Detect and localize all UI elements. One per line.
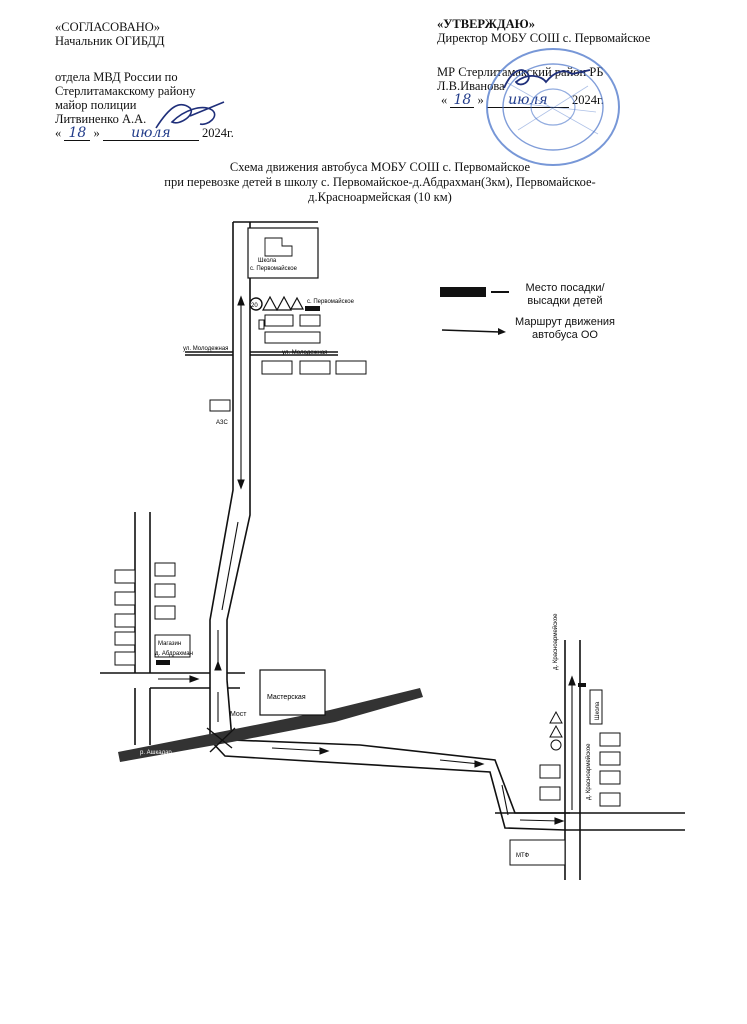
- house: [114, 651, 136, 666]
- road-main-left-edge: [209, 222, 234, 740]
- title-line-2: при перевозке детей в школу с. Первомайс…: [164, 175, 596, 189]
- river: [118, 688, 423, 762]
- svg-text:ул. Молодежная: ул. Молодежная: [183, 346, 228, 352]
- warning-sign: [289, 296, 305, 310]
- svg-text:Школа: Школа: [595, 701, 601, 720]
- road-main-right-edge: [226, 222, 251, 680]
- legend-route-arrow: [441, 328, 506, 335]
- building: [335, 360, 367, 375]
- building: [299, 360, 331, 375]
- school-krasnoarmeyskoe: [589, 689, 603, 725]
- house: [154, 583, 176, 598]
- building: [264, 314, 294, 327]
- kras-speed-sign: [550, 739, 562, 751]
- approval-left-department: отдела МВД России по: [55, 70, 178, 84]
- house: [599, 792, 621, 807]
- approval-right-date-year: 2024г.: [572, 93, 604, 107]
- legend-route-label: Маршрут движения автобуса ОО: [515, 316, 615, 341]
- approval-left: «СОГЛАСОВАНО» Начальник ОГИБДД отдела МВ…: [55, 20, 234, 142]
- house: [599, 751, 621, 766]
- svg-text:Школа: Школа: [258, 258, 277, 264]
- children-sign: [261, 295, 279, 311]
- approval-right-date: « 18 » июля 2024г.: [441, 92, 604, 108]
- legend-stop-dash: [491, 291, 509, 293]
- legend-stop-label: Место посадки/ высадки детей: [525, 282, 605, 307]
- house: [114, 591, 136, 606]
- bridge-label: Мост: [230, 711, 247, 718]
- approval-left-date-day: 18: [64, 126, 91, 141]
- house: [114, 569, 136, 584]
- house: [114, 613, 136, 628]
- route-line-2: [221, 521, 239, 611]
- document-title: Схема движения автобуса МОБУ СОШ с. Перв…: [100, 160, 660, 205]
- mtf: [509, 839, 566, 866]
- house: [539, 764, 561, 779]
- building: [264, 331, 321, 344]
- route-line-7: [439, 759, 481, 765]
- route-line-8: [501, 784, 509, 816]
- approval-left-date-year: 2024г.: [202, 126, 234, 140]
- approval-right-position: Директор МОБУ СОШ с. Первомайское: [437, 31, 651, 45]
- svg-text:Магазин: Магазин: [158, 641, 181, 647]
- shop: [154, 634, 191, 658]
- approval-right: «УТВЕРЖДАЮ» Директор МОБУ СОШ с. Первома…: [437, 17, 650, 108]
- approval-left-name: Литвиненко А.А.: [55, 112, 147, 126]
- approval-right-heading: «УТВЕРЖДАЮ»: [437, 17, 535, 31]
- house: [114, 631, 136, 646]
- svg-text:с. Первомайское: с. Первомайское: [307, 298, 355, 305]
- kras-children-sign: [549, 710, 563, 724]
- house: [599, 732, 621, 747]
- house: [154, 605, 176, 620]
- stop-krasnoarmeyskoe: [578, 683, 586, 687]
- village-kras-top-label: д. Красноармейское: [552, 613, 559, 670]
- river-label: р. Ашкадар: [140, 750, 172, 756]
- approval-left-date-month: июля: [102, 126, 199, 141]
- speed-limit-sign: [249, 297, 263, 311]
- road-east-bottom: [209, 739, 566, 831]
- title-line-1: Схема движения автобуса МОБУ СОШ с. Перв…: [229, 160, 531, 174]
- route-line-6: [271, 747, 326, 752]
- crossing-sign: [275, 295, 293, 311]
- svg-text:ул. Молодежная: ул. Молодежная: [282, 350, 327, 356]
- svg-text:д. Абдрахман: д. Абдрахман: [155, 651, 193, 657]
- route-line-9: [519, 819, 561, 822]
- approval-left-district: Стерлитамакскому району: [55, 84, 196, 98]
- approval-right-signature: [503, 69, 591, 89]
- workshop: [259, 669, 326, 716]
- approval-right-district: МР Стерлитамакский район РБ: [437, 65, 604, 79]
- approval-right-date-day: 18: [450, 93, 475, 108]
- svg-text:Мастерская: Мастерская: [267, 694, 306, 701]
- building: [299, 314, 321, 327]
- title-line-3: д.Красноармейская (10 км): [308, 190, 452, 204]
- approval-right-name: Л.В.Иванова: [437, 79, 505, 93]
- approval-right-date-month: июля: [486, 93, 569, 108]
- gas-station: [209, 399, 231, 412]
- svg-text:АЗС: АЗС: [216, 420, 228, 426]
- building: [258, 319, 265, 330]
- svg-text:МТФ: МТФ: [516, 853, 529, 859]
- approval-left-date: « 18 » июля 2024г.: [55, 125, 234, 141]
- approval-left-heading: «СОГЛАСОВАНО»: [55, 20, 161, 34]
- school-pervomayskoe: [247, 227, 319, 279]
- building: [261, 360, 293, 375]
- house: [539, 786, 561, 801]
- house: [599, 770, 621, 785]
- svg-text:20: 20: [251, 303, 258, 309]
- approval-left-position: Начальник ОГИБДД: [55, 34, 165, 48]
- stop-abdrakhman: [156, 660, 170, 665]
- kras-crossing-sign: [549, 724, 563, 738]
- svg-text:с. Первомайское: с. Первомайское: [250, 265, 298, 272]
- stop-pervomayskoe: [305, 306, 320, 311]
- svg-text:д. Красноармейское: д. Красноармейское: [585, 743, 592, 800]
- school-stamp: [486, 48, 620, 166]
- legend-stop-swatch: [440, 287, 486, 297]
- approval-left-signature: [155, 101, 225, 129]
- house: [154, 562, 176, 577]
- approval-left-rank: майор полиции: [55, 98, 137, 112]
